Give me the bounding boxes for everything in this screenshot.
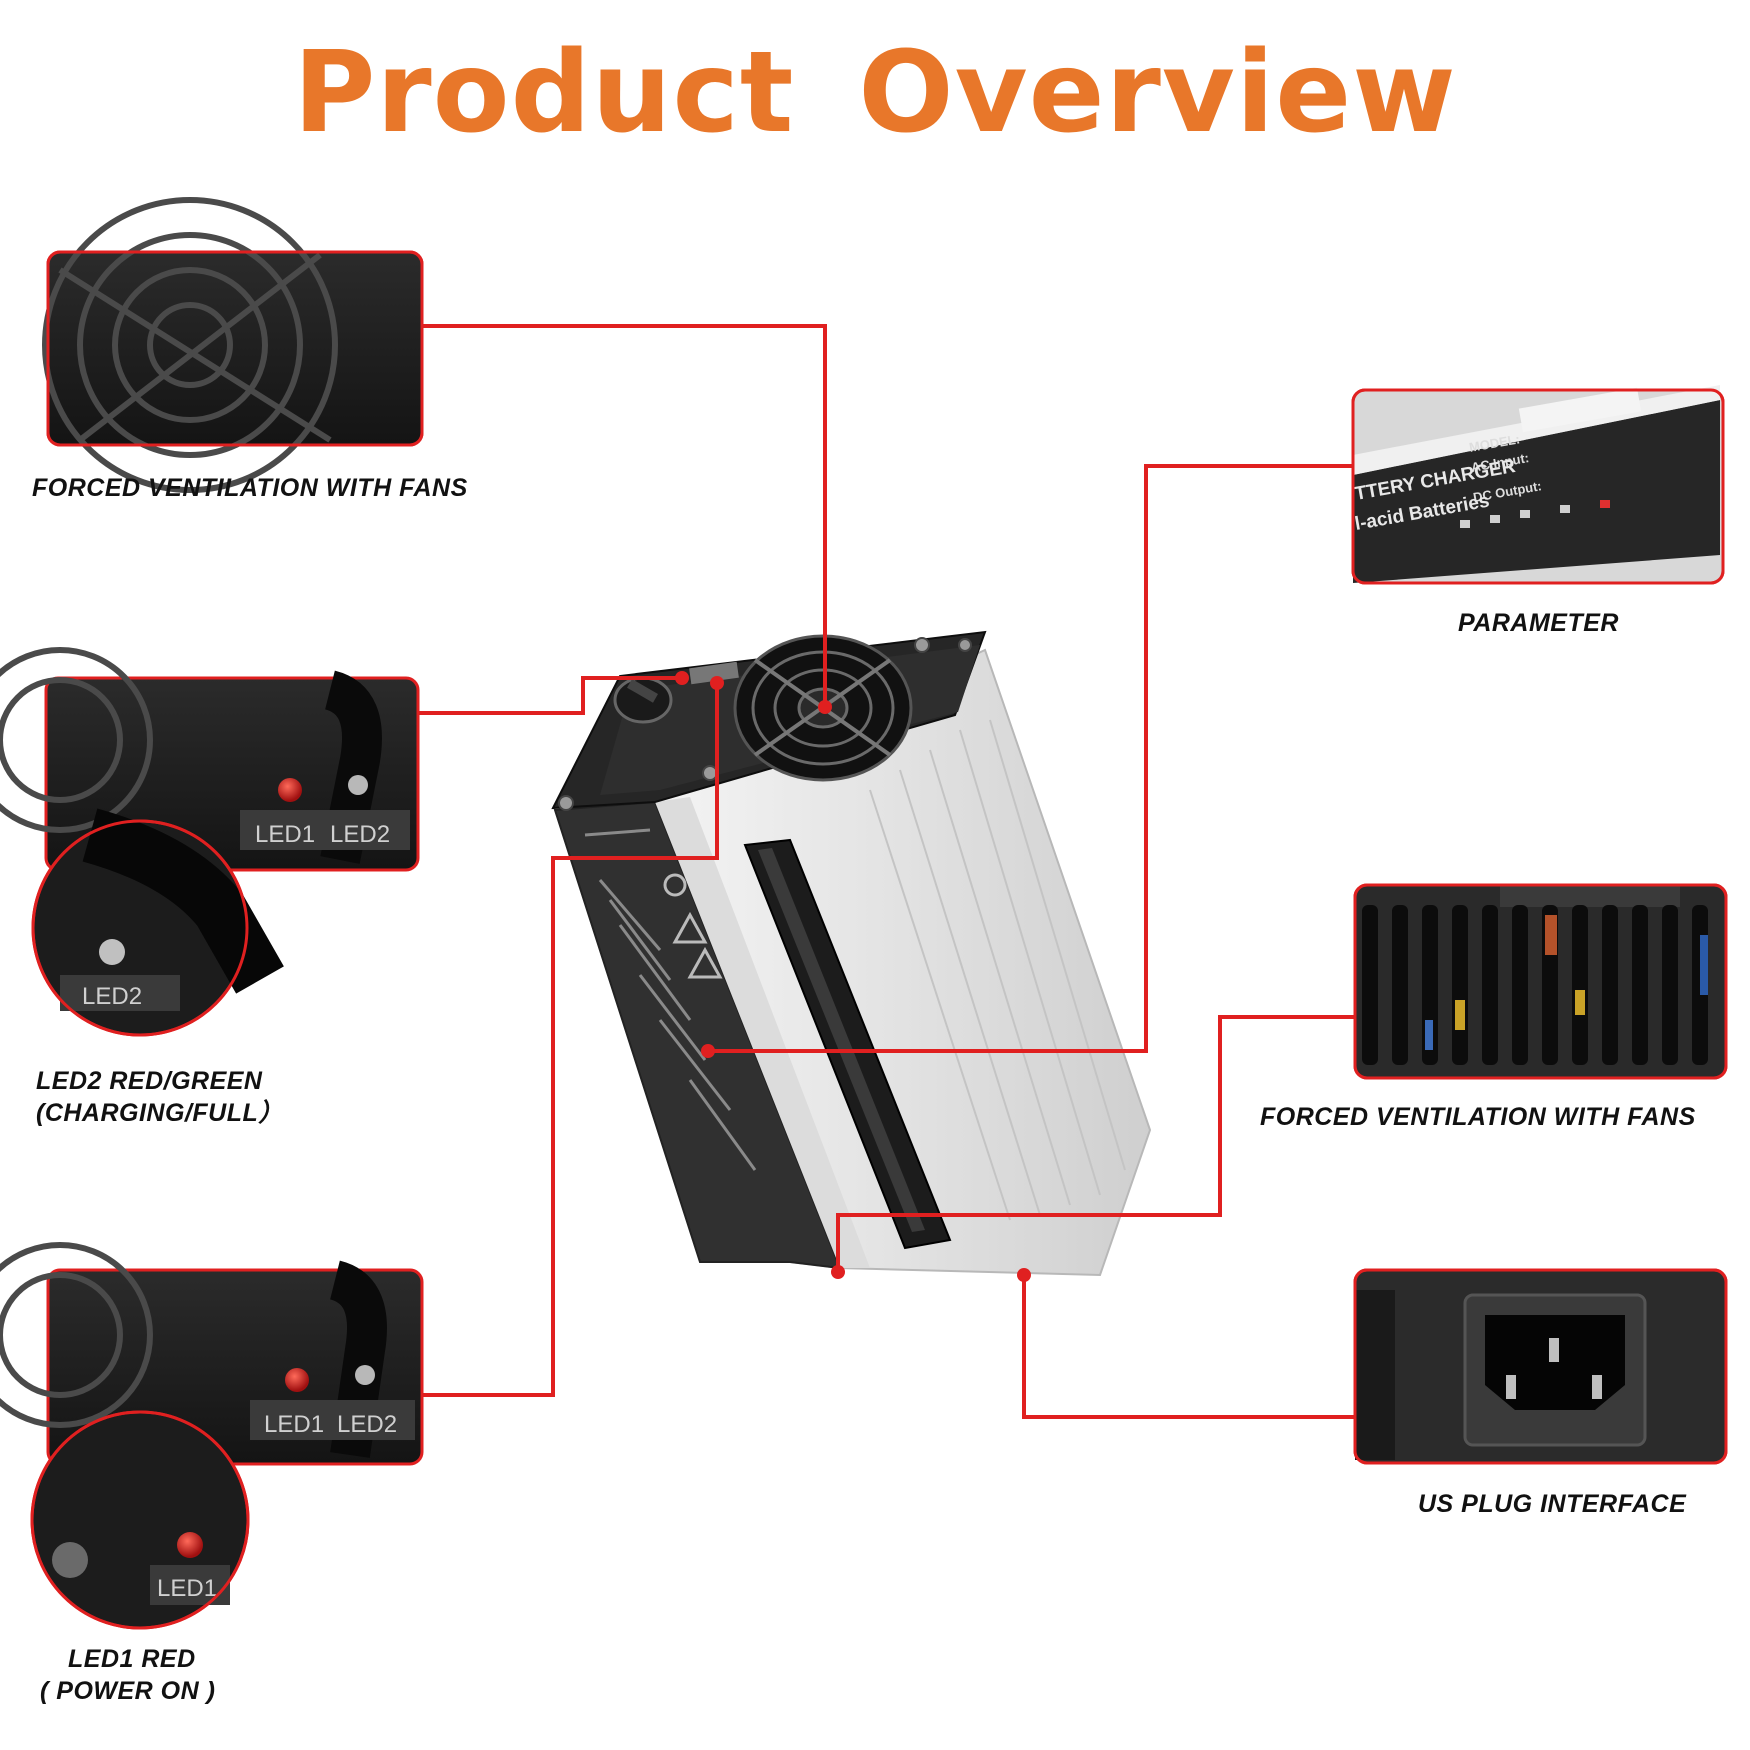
- panel-led2-label: LED2: [337, 1411, 397, 1438]
- led-indicator-icon: [285, 1368, 309, 1392]
- callout-line-parameter: [708, 464, 1353, 1053]
- panel-led1-label: LED1: [255, 821, 315, 848]
- detail-vents-right: [1353, 883, 1728, 1080]
- callout-line-led1: [422, 683, 719, 1397]
- caption-led1-line2: ( POWER ON ): [40, 1677, 216, 1705]
- detail-led1-zoom: LED1: [30, 1410, 250, 1630]
- panel-led1-label: LED1: [264, 1411, 324, 1438]
- led-indicator-icon: [278, 778, 302, 802]
- callout-line-fan-right: [836, 1015, 1355, 1272]
- warning-triangle-icon: [672, 911, 708, 944]
- callout-line-led2: [418, 676, 682, 715]
- fan-grille-icon: [42, 197, 338, 493]
- safety-label-lines: [584, 828, 757, 1171]
- caption-fan-right-text: FORCED VENTILATION WITH FANS: [1260, 1103, 1696, 1131]
- charger-front-strip: [655, 797, 870, 1268]
- caption-us-plug-text: US PLUG INTERFACE: [1418, 1490, 1687, 1518]
- caption-led1: LED1 RED ( POWER ON ): [40, 1643, 215, 1707]
- detail-us-plug: [1353, 1268, 1728, 1465]
- cable-gland-icon: [613, 676, 673, 724]
- caption-led2: LED2 RED/GREEN (CHARGING/FULL）: [36, 1065, 284, 1129]
- caption-us-plug: US PLUG INTERFACE: [1418, 1488, 1686, 1520]
- led-indicator-icon-3: [177, 1532, 203, 1558]
- callout-line-plug: [1022, 1275, 1355, 1419]
- detail-parameter: MODEL: AC Input: DC Output: TTERY CHARGE…: [1351, 385, 1725, 585]
- handle-highlight: [758, 848, 925, 1232]
- caption-led1-line1: LED1 RED: [68, 1645, 196, 1673]
- charger-product: [551, 630, 1152, 1277]
- callout-line-fan-top: [422, 324, 827, 707]
- caption-led2-line1: LED2 RED/GREEN: [36, 1067, 263, 1095]
- caption-fan-top-left-text: FORCED VENTILATION WITH FANS: [32, 474, 468, 502]
- caption-led2-line2: (CHARGING/FULL）: [36, 1099, 284, 1127]
- detail-led2: LED1 LED2: [0, 647, 420, 872]
- internal-components: [1425, 915, 1708, 1050]
- cooling-fins: [869, 719, 1126, 1221]
- detail-led2-zoom: LED2: [31, 808, 284, 1037]
- detail-fan-top-left: [42, 197, 424, 493]
- caption-fan-right: FORCED VENTILATION WITH FANS: [1260, 1101, 1696, 1133]
- top-label-sticker: [689, 661, 739, 685]
- caption-fan-top-left: FORCED VENTILATION WITH FANS: [32, 472, 468, 504]
- panel-led2-label: LED2: [330, 821, 390, 848]
- led-indicator-icon-2: [348, 775, 368, 795]
- detail-led1: LED1 LED2: [0, 1242, 424, 1466]
- warning-triangle-icon-2: [687, 946, 723, 979]
- led-indicator-icon-3: [99, 939, 125, 965]
- page-title: Product Overview: [293, 28, 1457, 158]
- power-socket-icon: [1463, 1293, 1647, 1447]
- certification-mark-icon: [663, 873, 687, 897]
- caption-parameter: PARAMETER: [1458, 607, 1619, 639]
- callout-lines: [418, 324, 1355, 1419]
- callout-dots: [675, 671, 1031, 1282]
- zoom-led2-label: LED2: [82, 983, 142, 1010]
- led-indicator-icon-2: [355, 1365, 375, 1385]
- zoom-led1-label: LED1: [157, 1575, 217, 1602]
- caption-parameter-text: PARAMETER: [1458, 609, 1619, 637]
